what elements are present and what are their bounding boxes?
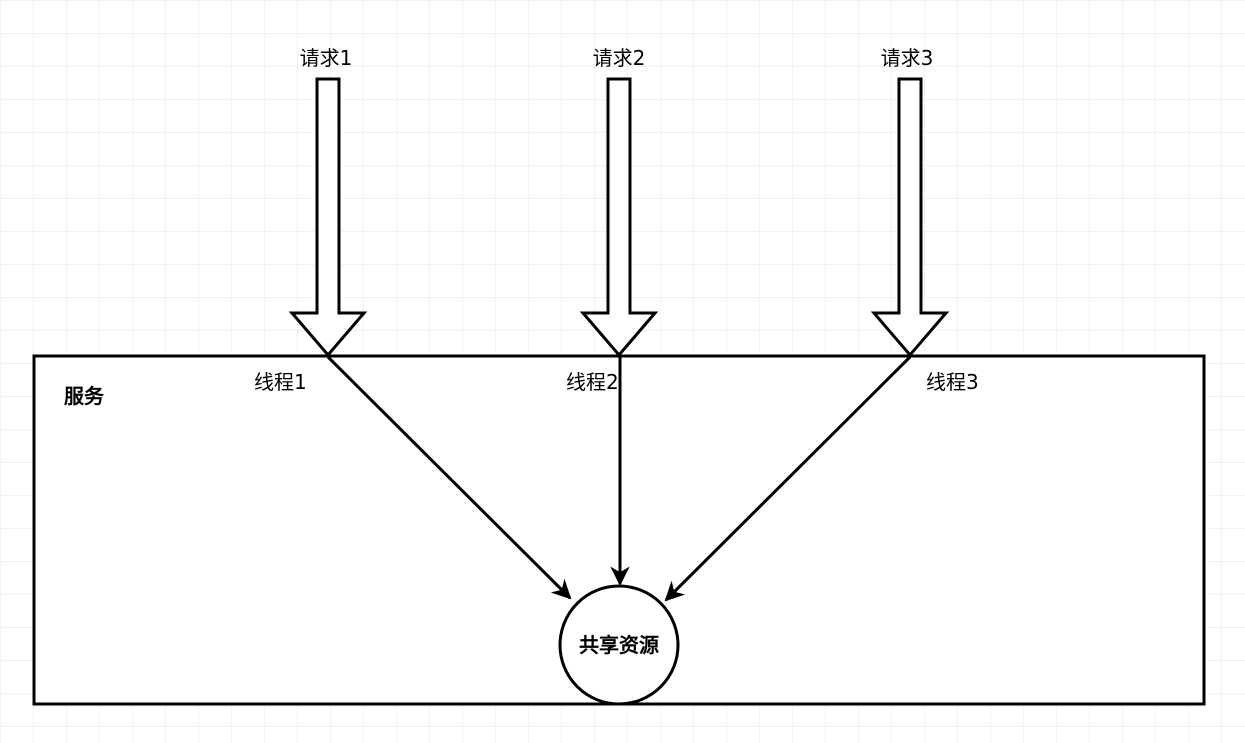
request-label-1: 请求1 [300,46,353,70]
thread-label-3: 线程3 [926,370,979,394]
request-label-3: 请求3 [881,46,934,70]
shared-resource-label: 共享资源 [579,633,659,657]
request-arrow-3[interactable] [870,77,950,358]
request-arrow-1[interactable] [288,77,368,358]
request-label-2: 请求2 [593,46,646,70]
request-arrow-2[interactable] [579,77,659,358]
thread-arrow-1[interactable] [326,355,572,600]
service-label: 服务 [64,384,105,408]
thread-label-2: 线程2 [566,370,619,394]
thread-arrow-3[interactable] [664,355,912,602]
thread-label-1: 线程1 [254,370,307,394]
shared-resource-circle[interactable] [558,584,680,706]
